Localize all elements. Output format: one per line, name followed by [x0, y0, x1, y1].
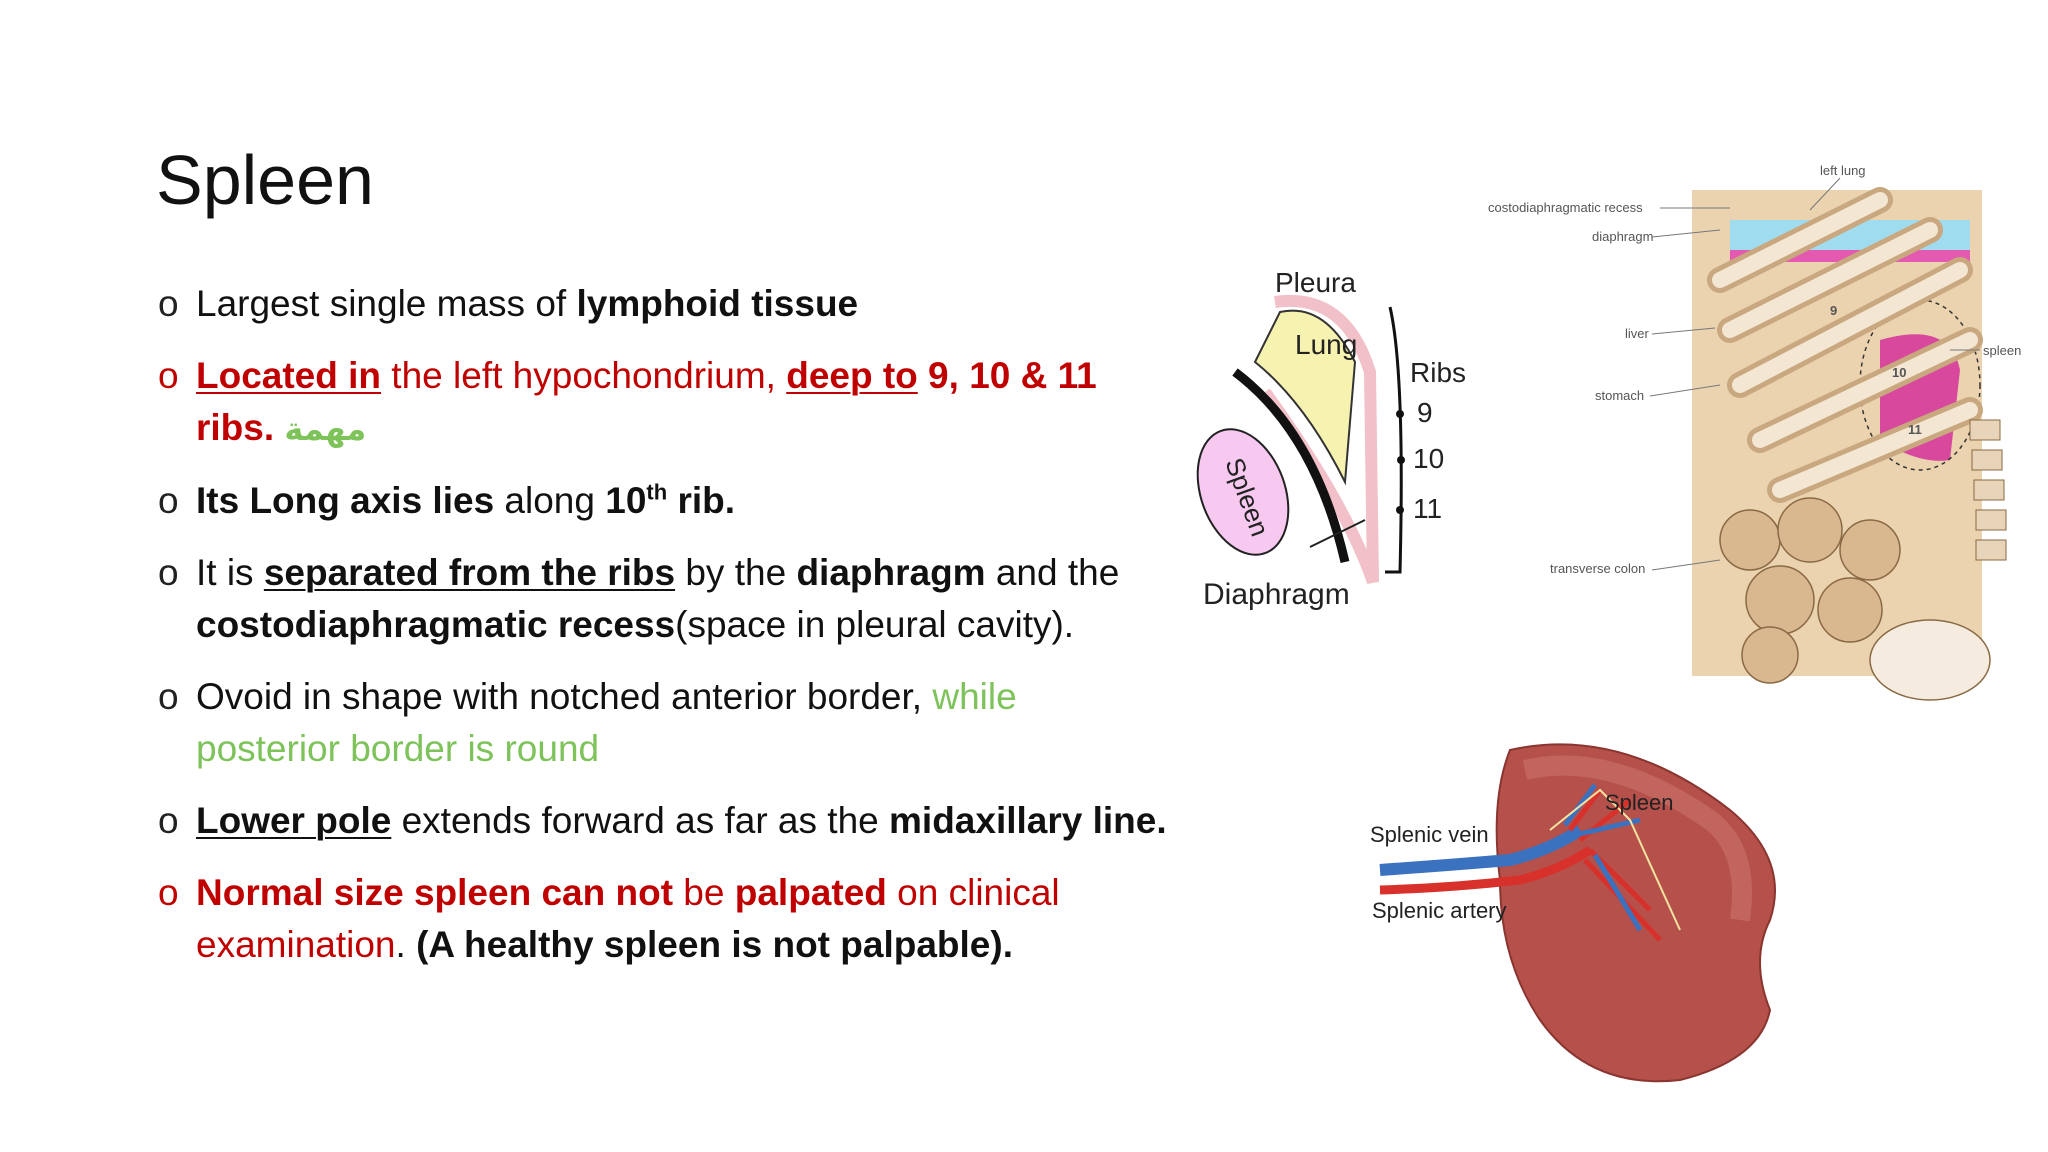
arabic-note: مهمة: [284, 410, 367, 448]
rib-10-label-2: 10: [1892, 365, 1906, 380]
text-bold: (A healthy spleen is not palpable).: [416, 924, 1013, 965]
rib-11-label-2: 11: [1908, 422, 1922, 437]
text-bold: 9, 10 & 11: [917, 355, 1097, 396]
text-bold: costodiaphragmatic recess: [196, 604, 676, 645]
bullet-marker: o: [158, 800, 179, 841]
bullet-list: o Largest single mass of lymphoid tissue…: [158, 278, 1168, 991]
text: along: [494, 480, 606, 521]
spleen-label-2: spleen: [1983, 343, 2021, 358]
text-bold: midaxillary line.: [889, 800, 1167, 841]
text: .: [395, 924, 417, 965]
bullet-item: o It is separated from the ribs by the d…: [158, 547, 1168, 651]
bullet-item: o Lower pole extends forward as far as t…: [158, 795, 1168, 847]
left-lung-label: left lung: [1820, 163, 1866, 178]
spleen-label-3: Spleen: [1605, 790, 1674, 815]
slide-title: Spleen: [156, 141, 374, 219]
transverse-colon-label: transverse colon: [1550, 561, 1645, 576]
spleen-vessels-illustration: Spleen Splenic vein Splenic artery: [1350, 730, 1810, 1090]
bullet-item: o Located in the left hypochondrium, dee…: [158, 350, 1168, 455]
bullet-item: o Normal size spleen can not be palpated…: [158, 867, 1168, 971]
text-bold: separated from the ribs: [263, 552, 676, 593]
text-bold: rib.: [667, 480, 736, 521]
rib-11-label: 11: [1413, 493, 1442, 524]
bullet-item: o Its Long axis lies along 10th rib.: [158, 475, 1168, 527]
bullet-marker: o: [158, 283, 179, 324]
rib-9-label: 9: [1417, 397, 1433, 428]
diaphragm-label: Diaphragm: [1203, 578, 1350, 611]
lung-label: Lung: [1295, 329, 1357, 360]
text: by the: [675, 552, 797, 593]
bullet-item: o Ovoid in shape with notched anterior b…: [158, 671, 1168, 775]
bullet-item: o Largest single mass of lymphoid tissue: [158, 278, 1168, 330]
text: It is: [196, 552, 264, 593]
text-bold: Lower pole: [196, 800, 392, 841]
text: Largest single mass of: [196, 283, 577, 324]
diaphragm-label-2: diaphragm: [1592, 229, 1653, 244]
bullet-marker: o: [158, 676, 179, 717]
text-bold: lymphoid tissue: [576, 283, 859, 324]
superscript: th: [646, 479, 668, 505]
text: Ovoid in shape with notched anterior bor…: [196, 676, 933, 717]
stomach-label: stomach: [1595, 388, 1644, 403]
text: the left hypochondrium,: [381, 355, 787, 396]
rib-9-label-2: 9: [1830, 303, 1837, 318]
bullet-marker: o: [158, 355, 179, 396]
text-bold: 10: [605, 480, 647, 521]
schematic-diagram: Spleen Pleura Lung Ribs 9 10 11: [1195, 262, 1466, 622]
text-bold: ribs.: [196, 407, 275, 448]
splenic-vein-label: Splenic vein: [1370, 822, 1489, 847]
costodiaphragmatic-recess-label: costodiaphragmatic recess: [1488, 200, 1643, 215]
bullet-marker: o: [158, 552, 179, 593]
splenic-artery-label: Splenic artery: [1372, 898, 1507, 923]
text: be: [673, 872, 735, 913]
text-bold: Normal size spleen can not: [196, 872, 674, 913]
text-bold: Its Long axis lies: [196, 480, 495, 521]
rib-10-label: 10: [1413, 443, 1444, 474]
text: (space in pleural cavity).: [675, 604, 1075, 645]
text-bold: deep to: [786, 355, 918, 396]
pleura-label: Pleura: [1275, 267, 1356, 298]
ribs-label: Ribs: [1410, 357, 1466, 388]
text-green: while posterior border is round: [196, 676, 1017, 769]
liver-label: liver: [1625, 326, 1650, 341]
text-bold: Located in: [196, 355, 382, 396]
text-bold: diaphragm: [796, 552, 986, 593]
text-bold: palpated: [734, 872, 887, 913]
text: on clinical examination: [196, 872, 1060, 965]
anatomy-illustration: left lung costodiaphragmatic recess diap…: [1480, 160, 2040, 701]
bullet-marker: o: [158, 872, 179, 913]
text: extends forward as far as the: [391, 800, 890, 841]
text: and the: [985, 552, 1120, 593]
bullet-marker: o: [158, 480, 179, 521]
